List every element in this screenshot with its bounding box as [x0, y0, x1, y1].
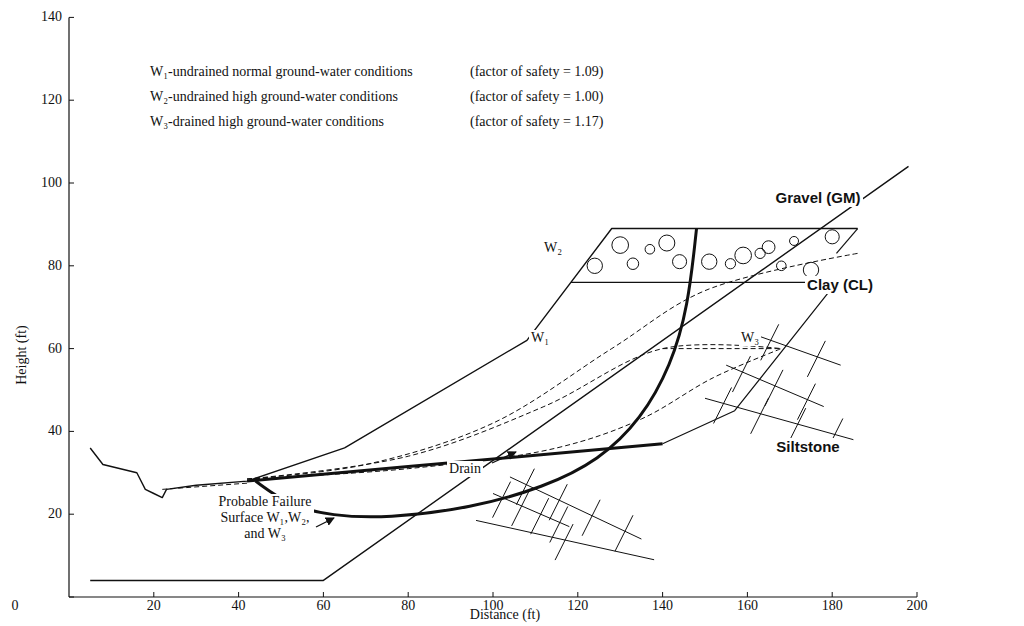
tick-label: 80	[401, 598, 415, 614]
tick-label: 140	[652, 598, 673, 614]
layer-name: Siltstone	[774, 438, 841, 455]
drain-label: Drain	[447, 461, 483, 477]
legend-text: W₂-undrained high ground-water condition…	[150, 89, 398, 105]
tick-label: 80	[48, 258, 62, 274]
tick-label: 40	[48, 423, 62, 439]
water-level	[663, 348, 782, 349]
layer-name: Clay (CL)	[805, 276, 875, 293]
tick-label: 20	[147, 598, 161, 614]
tick-label: 40	[232, 598, 246, 614]
water-table-label: W₂	[542, 240, 564, 256]
water-table	[162, 483, 247, 489]
legend-text: W₃-drained high ground-water conditions	[150, 114, 384, 130]
gravel-edge	[836, 229, 857, 254]
tick-label: 140	[41, 9, 62, 25]
water-table-label: W₃	[739, 330, 761, 346]
gravel-stones	[587, 230, 839, 278]
tick-label: 160	[737, 598, 758, 614]
rock-profile	[90, 166, 908, 580]
tick-label: 60	[48, 341, 62, 357]
tick-label: 100	[483, 598, 504, 614]
tick-label: 20	[48, 506, 62, 522]
siltstone-boundary	[663, 282, 837, 443]
tick-label: 100	[41, 175, 62, 191]
siltstone-hatching	[476, 324, 853, 560]
axes	[69, 17, 917, 597]
water-table-w1	[247, 345, 781, 479]
factor-of-safety: (factor of safety = 1.09)	[470, 64, 603, 80]
leader-arrow	[316, 518, 334, 527]
factor-of-safety: (factor of safety = 1.17)	[470, 114, 603, 130]
legend-text: W₁-undrained normal ground-water conditi…	[150, 64, 413, 80]
failure-surface	[256, 229, 697, 517]
water-table-w3	[247, 349, 781, 479]
tick-label: 120	[567, 598, 588, 614]
water-table-label: W₁	[529, 330, 551, 346]
failure-surface-label: Probable Failure Surface W₁,W₂, and W₃	[216, 494, 314, 542]
tick-label: 200	[907, 598, 928, 614]
ground-surface	[90, 229, 857, 498]
water-table-w2	[247, 253, 858, 479]
tick-label: 60	[316, 598, 330, 614]
layer-name: Gravel (GM)	[773, 189, 862, 206]
gravel-base	[571, 282, 836, 283]
tick-label: 180	[822, 598, 843, 614]
drain-line	[247, 444, 663, 481]
tick-label: 0	[12, 598, 19, 614]
axis-title: Height (ft)	[14, 325, 30, 384]
axis-title: Distance (ft)	[470, 607, 540, 623]
factor-of-safety: (factor of safety = 1.00)	[470, 89, 603, 105]
tick-label: 120	[41, 92, 62, 108]
leader-arrow	[492, 452, 516, 463]
